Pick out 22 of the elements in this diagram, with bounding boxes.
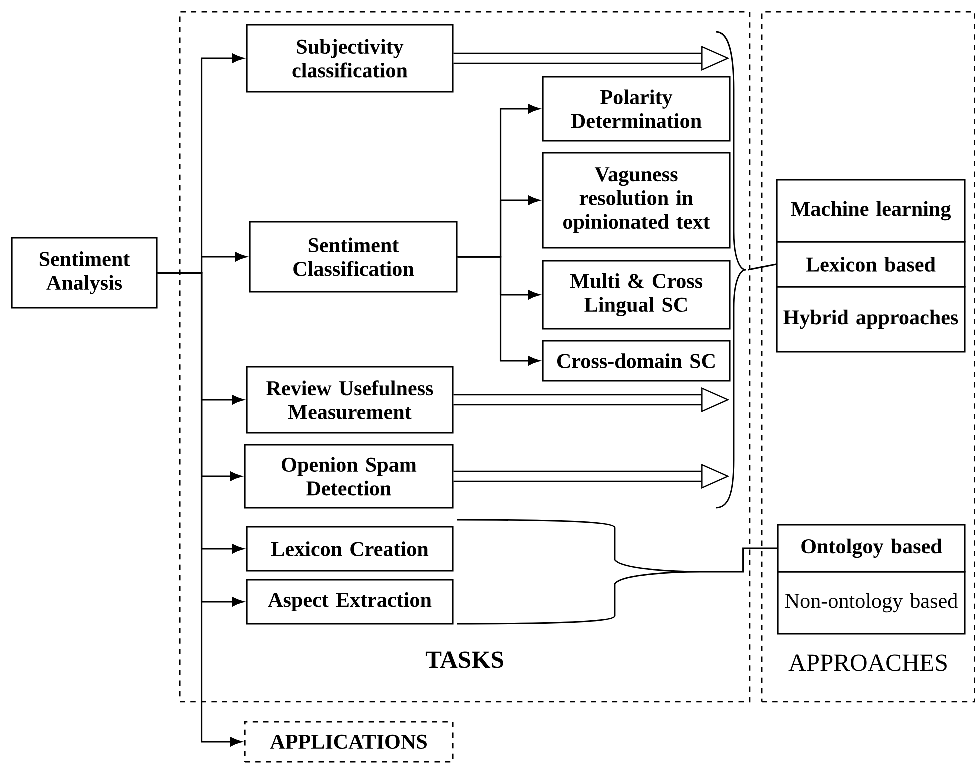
task-box: Review Usefulness Measurement: [246, 366, 454, 434]
approach-box: Lexicon based: [776, 241, 966, 288]
approach-box: Non-ontology based: [777, 571, 966, 635]
subtask-box: Vaguness resolution in opinionated text: [542, 152, 731, 249]
task-box: Aspect Extraction: [246, 579, 454, 625]
task-box: Openion Spam Detection: [244, 444, 454, 509]
curly-brace: [716, 31, 747, 509]
subtask-box: Multi & Cross Lingual SC: [542, 260, 731, 330]
applications-box: APPLICATIONS: [244, 721, 454, 763]
process-box: Sentiment Analysis: [11, 237, 158, 309]
task-box: Subjectivity classification: [246, 24, 454, 93]
task-box: Lexicon Creation: [246, 526, 454, 572]
merge-bracket: [457, 519, 701, 625]
arrow: [458, 256, 540, 366]
connector-line: [748, 264, 776, 271]
arrow: [158, 272, 242, 747]
approach-box: Machine learning: [776, 179, 966, 243]
subtask-box: Polarity Determination: [542, 76, 731, 142]
subtask-box: Cross-domain SC: [542, 340, 731, 382]
approach-box: Hybrid approaches: [776, 286, 966, 353]
task-box: Sentiment Classification: [249, 221, 458, 293]
approach-box: Ontolgoy based: [777, 524, 966, 573]
